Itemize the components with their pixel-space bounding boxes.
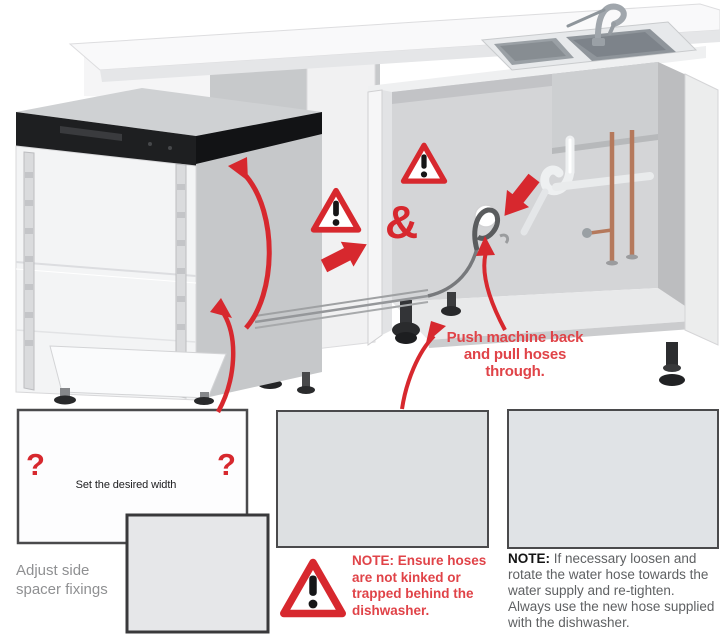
dishwasher-side <box>196 112 322 400</box>
water-note: NOTE: If necessary loosen and rotate the… <box>508 551 720 631</box>
question-mark-left: ? <box>26 447 45 482</box>
leader-arrows <box>210 298 446 414</box>
kitchen-scene <box>15 3 720 405</box>
valve-icon <box>582 228 592 238</box>
push-note: Push machine back and pull hoses through… <box>446 329 584 380</box>
water-supply-pipes <box>582 130 638 266</box>
water-note-body: If necessary loosen and rotate the water… <box>508 551 715 630</box>
cabinet-stile <box>367 89 383 346</box>
water-panel <box>507 409 719 549</box>
curved-arrow-icon <box>476 236 507 331</box>
control-panel <box>16 112 196 166</box>
width-label: Set the desired width <box>75 479 177 491</box>
kick-plate <box>49 345 227 399</box>
waste-pipes <box>520 135 654 236</box>
dishwasher-top <box>16 88 322 136</box>
cabinet-floor <box>392 288 706 340</box>
warning-triangle-icon <box>284 563 342 614</box>
counter-underside <box>368 46 706 98</box>
curved-arrow-icon <box>400 321 446 410</box>
dishwasher <box>15 88 322 405</box>
curved-arrow-icon <box>228 157 272 330</box>
faucet <box>566 3 627 46</box>
question-mark-right: ? <box>217 447 236 482</box>
water-note-prefix: NOTE: <box>508 551 550 566</box>
scene-annotations <box>228 145 546 331</box>
hose-panel <box>276 410 489 548</box>
dishwasher-feet <box>54 372 315 405</box>
adjust-caption: Adjust side spacer fixings <box>16 562 108 598</box>
spacer-rail-left <box>23 151 35 391</box>
ampersand: & <box>385 196 419 248</box>
hose-note: NOTE: Ensure hoses are not kinked or tra… <box>352 553 487 618</box>
curved-arrow-icon <box>210 298 236 414</box>
spacer-rail-right <box>175 163 187 399</box>
end-panel <box>684 73 719 346</box>
spacer-inset-panel <box>125 513 270 634</box>
cabinet-feet <box>392 292 685 386</box>
